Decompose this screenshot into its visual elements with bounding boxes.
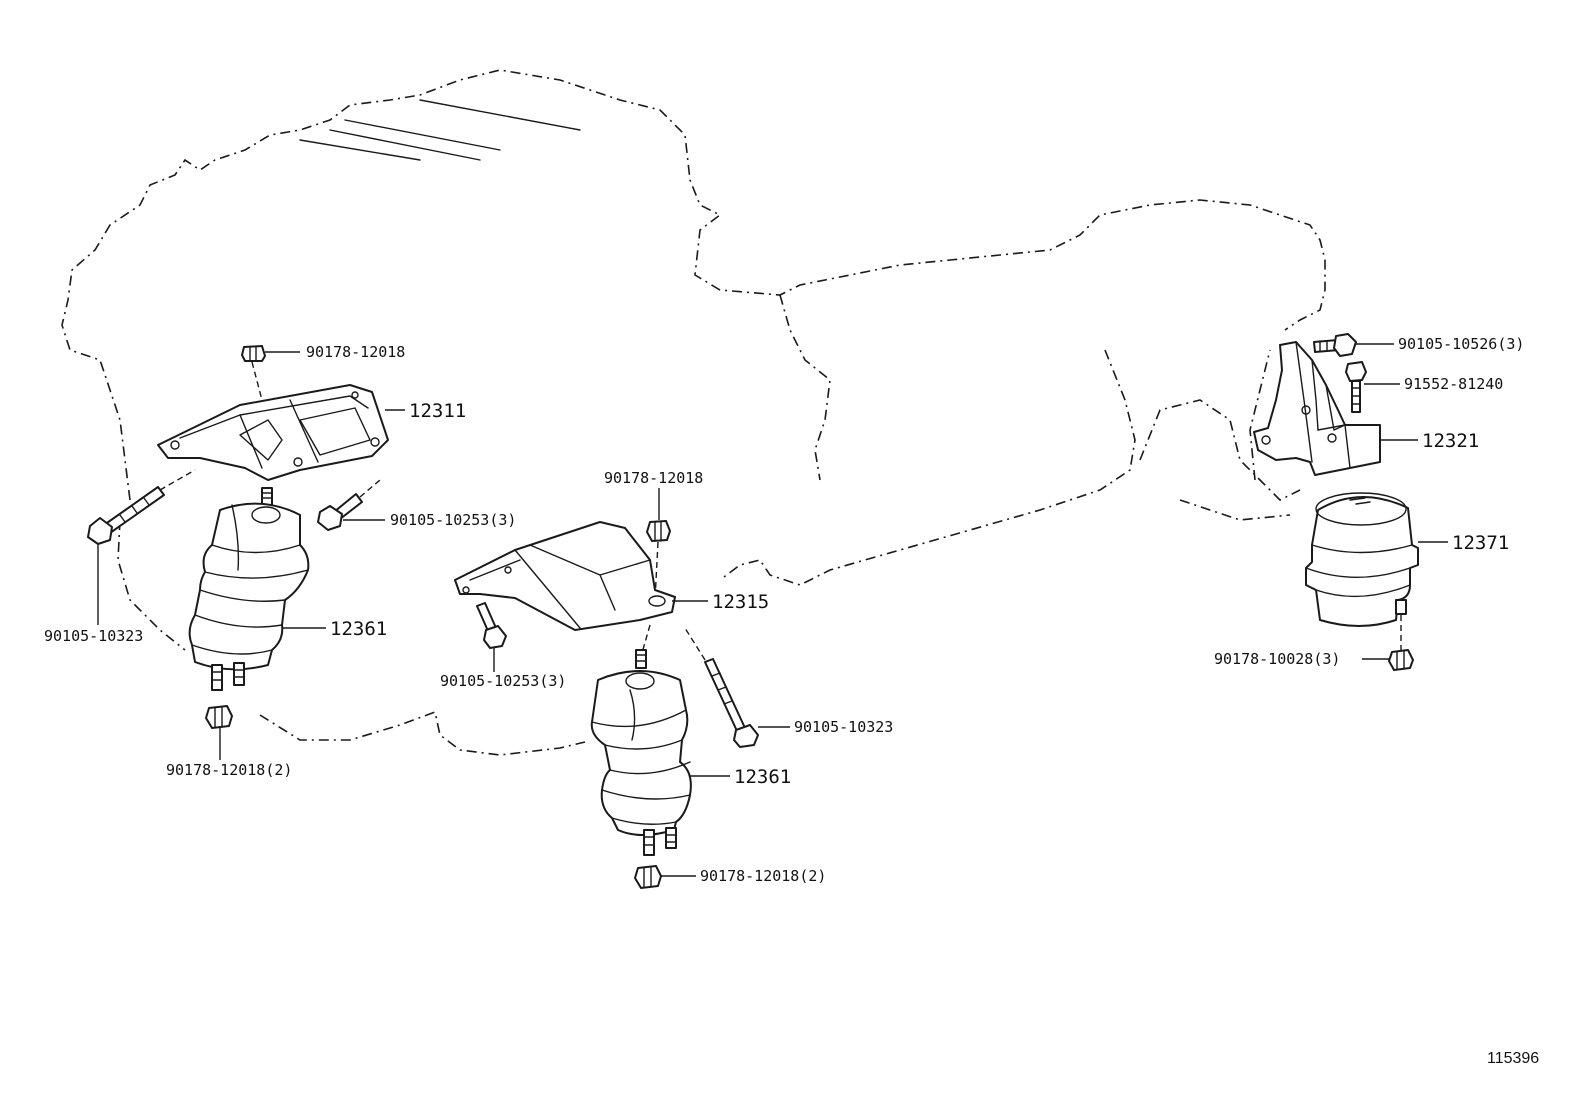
right-mount-assembly: 90105-10526(3) 91552-81240 12321 bbox=[1214, 333, 1524, 671]
part-number-label: 12311 bbox=[409, 400, 466, 422]
part-number-label: 90178-12018(2) bbox=[700, 867, 826, 885]
bolt-icon bbox=[87, 486, 165, 545]
bolt-icon bbox=[704, 658, 759, 748]
figure-id: 115396 bbox=[1487, 1050, 1539, 1067]
part-number-label: 90178-12018 bbox=[306, 343, 405, 361]
flange-nut-icon bbox=[205, 705, 233, 729]
bolt-icon bbox=[1345, 361, 1367, 413]
engine-mount-insulator-12361 bbox=[590, 649, 692, 856]
part-number-label: 90105-10323 bbox=[794, 718, 893, 736]
bolt-icon bbox=[317, 493, 363, 531]
flange-nut-icon bbox=[646, 520, 671, 542]
part-number-label: 12361 bbox=[330, 618, 387, 640]
part-number-label: 12361 bbox=[734, 766, 791, 788]
bolt-icon bbox=[476, 602, 507, 649]
part-number-label: 91552-81240 bbox=[1404, 375, 1503, 393]
part-number-label: 12315 bbox=[712, 591, 769, 613]
part-number-label: 90105-10253(3) bbox=[440, 672, 566, 690]
bolt-icon bbox=[1313, 333, 1357, 357]
part-number-label: 12321 bbox=[1422, 430, 1479, 452]
flange-nut-icon bbox=[634, 865, 662, 889]
part-number-label: 90178-12018(2) bbox=[166, 761, 292, 779]
transmission-mount-bracket-12321 bbox=[1253, 341, 1381, 476]
left-mount-assembly: 90178-12018 12311 90105-10323 bbox=[44, 343, 516, 779]
transmission-mount-insulator-12371 bbox=[1305, 492, 1419, 627]
part-number-label: 90105-10323 bbox=[44, 627, 143, 645]
part-number-label: 12371 bbox=[1452, 532, 1509, 554]
part-number-label: 90105-10526(3) bbox=[1398, 335, 1524, 353]
part-number-label: 90105-10253(3) bbox=[390, 511, 516, 529]
part-number-label: 90178-12018 bbox=[604, 469, 703, 487]
part-number-label: 90178-10028(3) bbox=[1214, 650, 1340, 668]
engine-mount-bracket-12315 bbox=[454, 521, 676, 631]
engine-outline bbox=[61, 69, 1326, 756]
engine-mount-insulator-12361 bbox=[188, 487, 310, 691]
center-mount-assembly: 90178-12018 12315 90105-10253(3) bbox=[440, 469, 893, 889]
engine-mount-bracket-12311 bbox=[157, 384, 389, 481]
flange-nut-icon bbox=[1388, 649, 1414, 671]
flange-nut-icon bbox=[241, 345, 266, 362]
